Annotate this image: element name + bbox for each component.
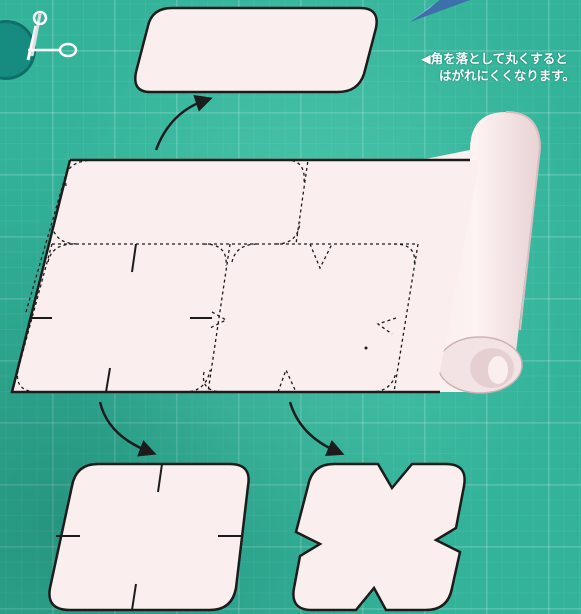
rounded-sheet-top [135, 8, 376, 92]
result-piece-notched [293, 464, 464, 610]
pen-icon [410, 0, 470, 22]
result-piece-slits [49, 464, 248, 610]
main-sheet [12, 160, 480, 392]
instruction-note: ◀角を落として丸くすると はがれにくくなります。 [421, 50, 575, 84]
note-line-1: ◀角を落として丸くすると [421, 50, 575, 67]
note-line-2: はがれにくくなります。 [421, 67, 575, 84]
arrow-down-right [290, 402, 338, 452]
arrow-up [156, 100, 206, 150]
scissors-icon [0, 12, 76, 80]
arrow-down-left [100, 402, 150, 452]
